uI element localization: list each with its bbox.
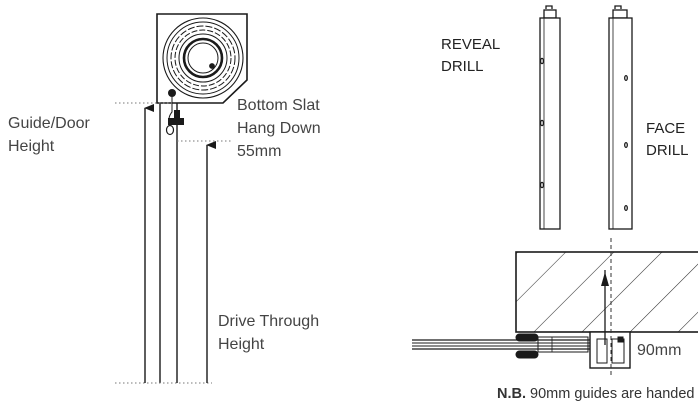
guide-door-height-label: Guide/Door Height <box>8 115 90 155</box>
dimension-90mm-label: 90mm <box>637 342 682 359</box>
note-prefix: N.B. <box>497 386 526 402</box>
bottom-slat-label: Bottom Slat Hang Down 55mm <box>237 97 321 160</box>
drive-through-height-label: Drive Through Height <box>218 313 320 353</box>
reveal-drill-guide <box>539 5 561 230</box>
shutter-slats-section <box>412 333 590 359</box>
reference-lines <box>115 102 232 384</box>
note: N.B. 90mm guides are handed <box>497 386 694 402</box>
shutter-curtain <box>159 89 184 383</box>
face-drill-guide <box>608 5 633 230</box>
reveal-drill-label: REVEAL DRILL <box>441 36 501 75</box>
wall-section <box>515 251 698 333</box>
guide-section <box>589 270 631 369</box>
roller-box <box>156 13 248 104</box>
note-text: 90mm guides are handed <box>526 386 695 402</box>
height-arrows <box>144 104 216 383</box>
face-drill-label: FACE DRILL <box>646 120 689 159</box>
roller-coil <box>162 17 244 99</box>
